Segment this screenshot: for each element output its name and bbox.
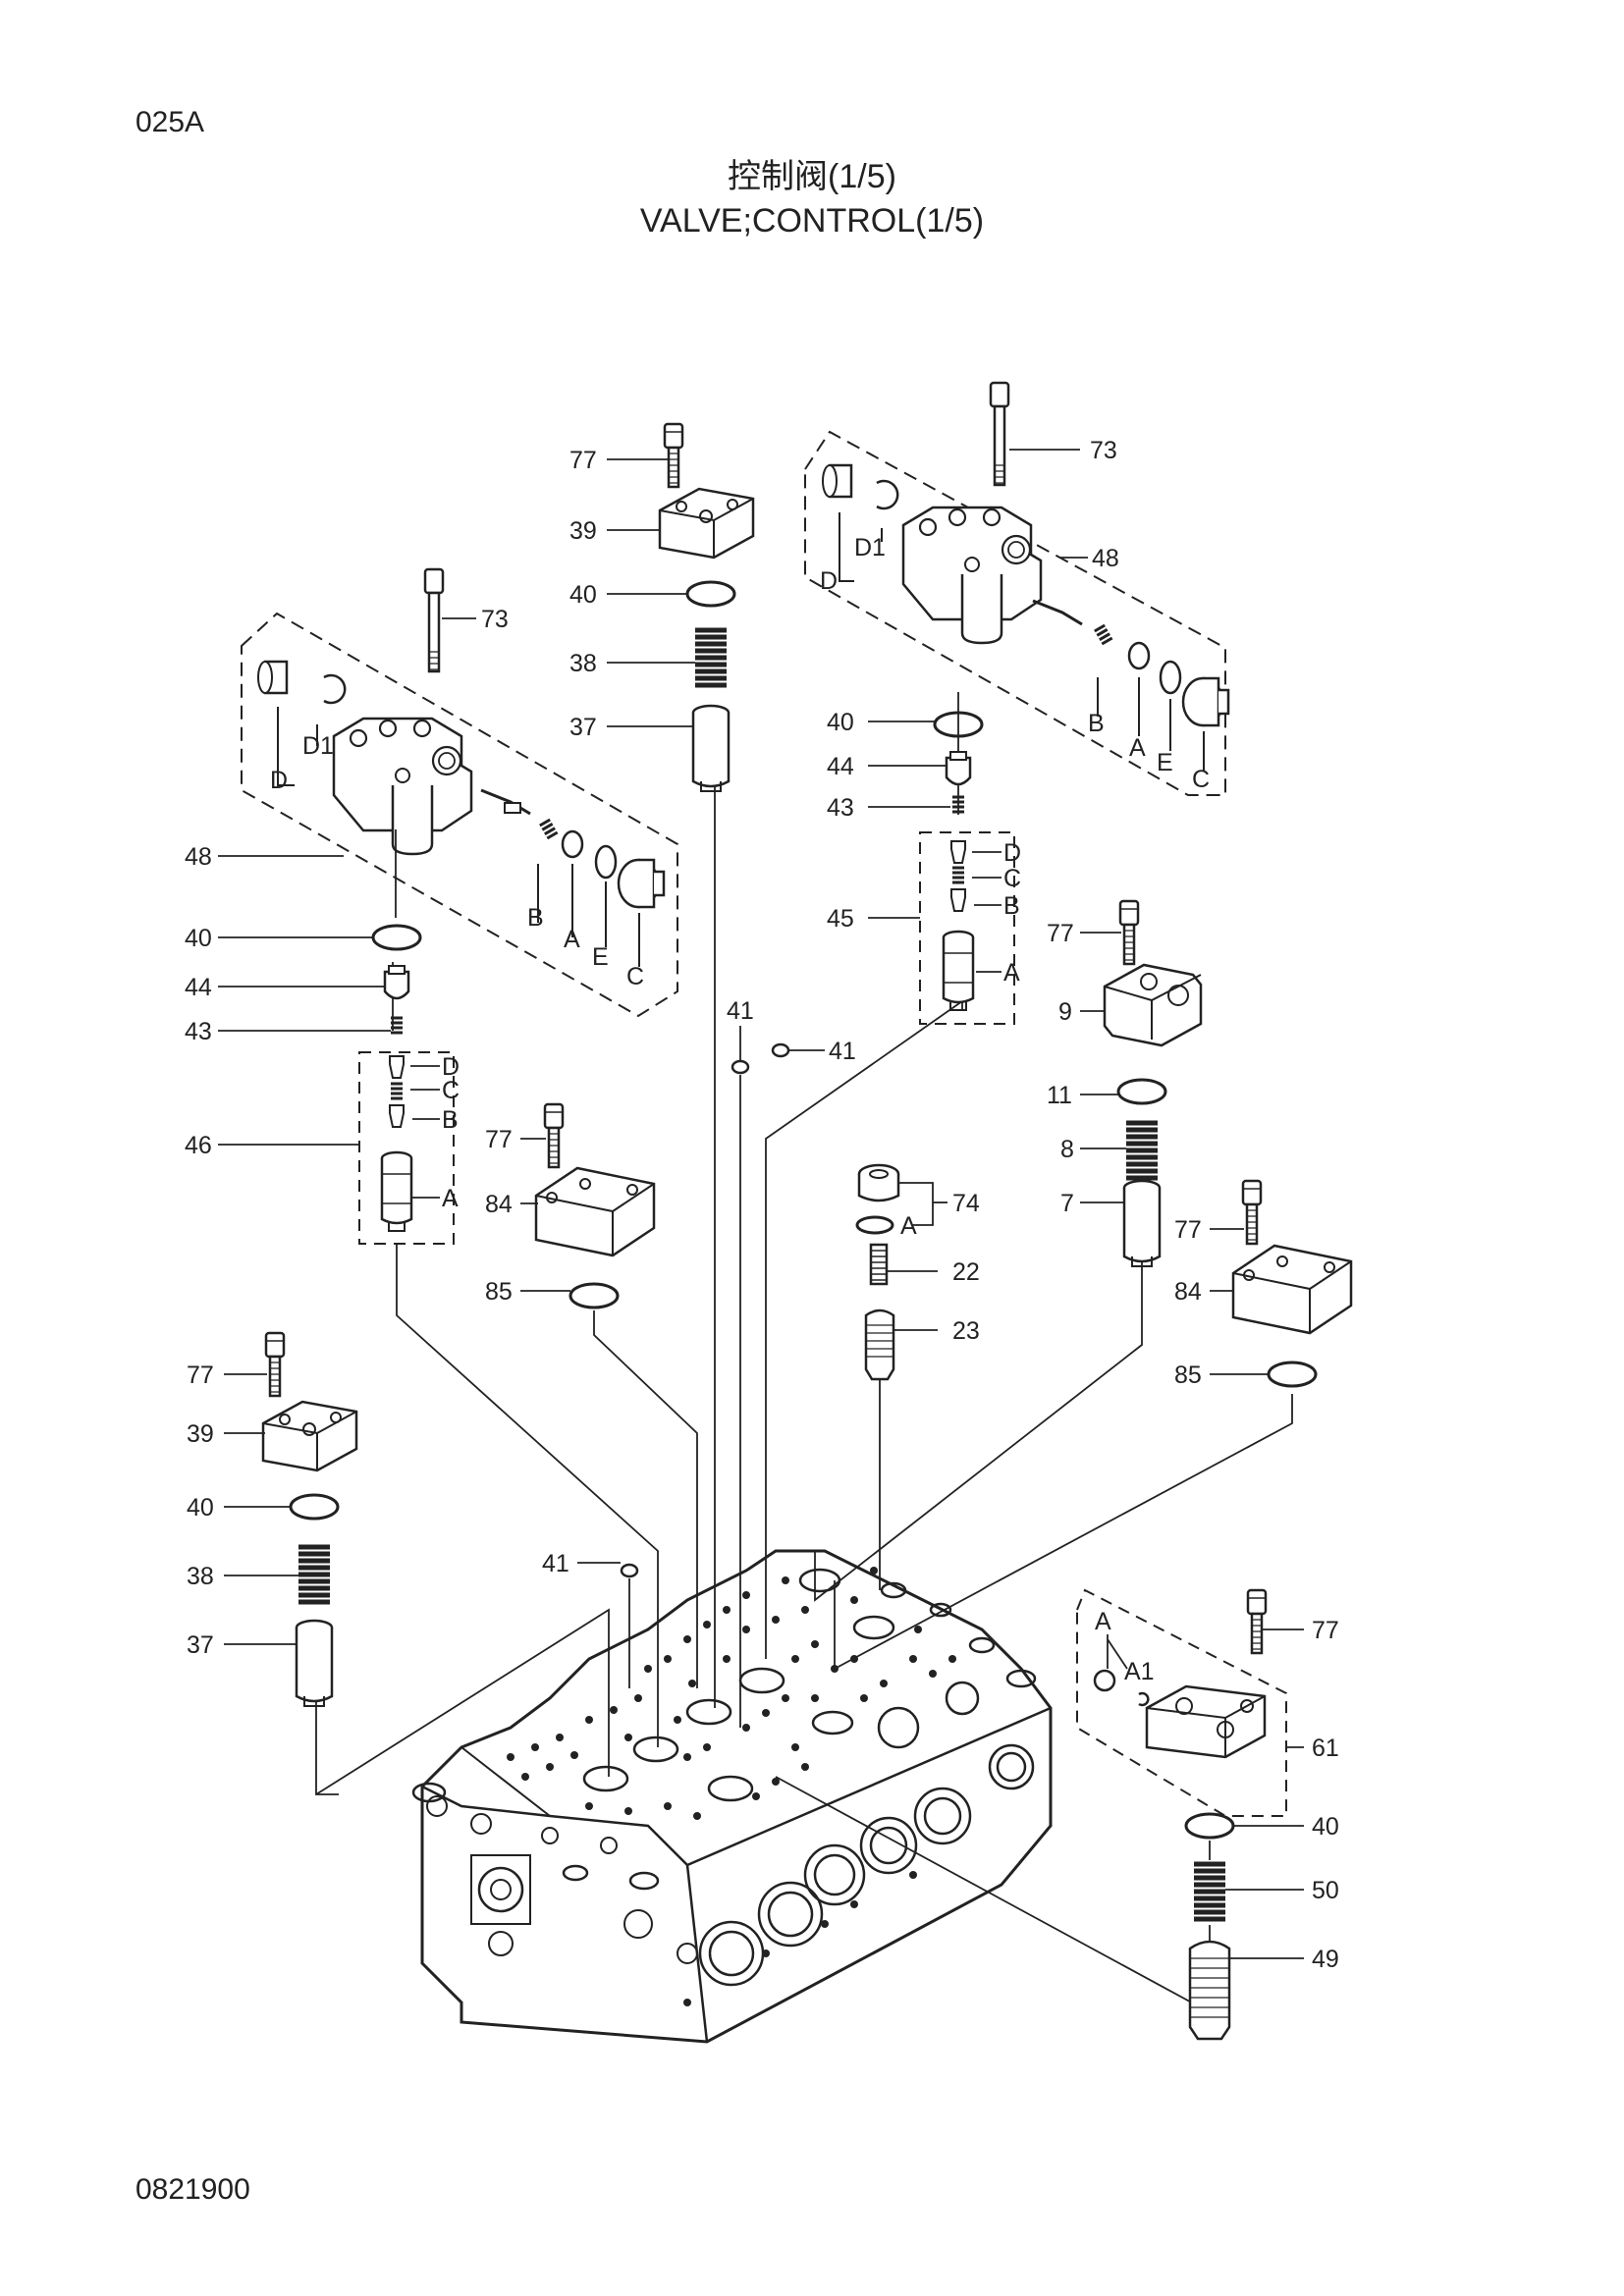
callout-84: 84 [485, 1191, 513, 1218]
sub-label: D [442, 1053, 460, 1081]
callout-40: 40 [569, 581, 597, 609]
sub-label: A [900, 1212, 917, 1240]
callout-50: 50 [1312, 1877, 1339, 1904]
sub-label: A [1095, 1608, 1111, 1635]
cover-84-right [1231, 1179, 1353, 1388]
callout-73: 73 [481, 606, 509, 633]
sub-label: A [442, 1185, 459, 1212]
callout-9: 9 [1058, 998, 1072, 1026]
callout-11: 11 [1047, 1082, 1072, 1109]
callout-39: 39 [569, 517, 597, 545]
callout-61: 61 [1312, 1735, 1339, 1762]
callout-77: 77 [569, 447, 597, 474]
sub-label: D1 [854, 534, 886, 561]
sub-label: D [270, 767, 288, 794]
callout-23: 23 [952, 1317, 980, 1345]
callout-74: 74 [952, 1190, 980, 1217]
callout-40: 40 [827, 709, 854, 736]
callout-40: 40 [185, 925, 212, 952]
callouts: 73 48 40 44 43 46 77 39 40 38 37 73 48 4… [185, 437, 1339, 1973]
callout-40: 40 [1312, 1813, 1339, 1841]
callout-44: 44 [827, 753, 854, 780]
sub-label: E [1157, 749, 1173, 776]
callout-41: 41 [829, 1038, 856, 1065]
callout-38: 38 [569, 650, 597, 677]
sub-label: C [1192, 766, 1210, 793]
sub-label: A1 [1124, 1658, 1155, 1685]
callout-77: 77 [1047, 920, 1074, 947]
callout-49: 49 [1312, 1946, 1339, 1973]
callout-85: 85 [485, 1278, 513, 1306]
callout-43: 43 [827, 794, 854, 822]
callout-leaders [218, 449, 1304, 1959]
sub-label: A [1129, 734, 1146, 762]
callout-48: 48 [1092, 545, 1119, 572]
diagram-title-en: VALVE;CONTROL(1/5) [639, 202, 985, 240]
cover-84-left [534, 1102, 656, 1309]
diagram-title-cn: 控制阀(1/5) [728, 158, 896, 195]
valve-body [411, 1549, 1053, 2044]
callout-37: 37 [187, 1631, 214, 1659]
sub-label: C [626, 963, 644, 990]
page-code: 025A [135, 106, 205, 138]
left-stack: D C B A [358, 924, 460, 1245]
sub-label: A [564, 926, 580, 953]
sub-label: B [442, 1106, 459, 1134]
callout-46: 46 [185, 1132, 212, 1159]
orings-41 [620, 1042, 790, 1578]
callout-37: 37 [569, 714, 597, 741]
sub-label: B [1003, 892, 1020, 920]
sub-label: D [1003, 839, 1021, 867]
callout-39: 39 [187, 1420, 214, 1448]
sub-label: D [820, 567, 838, 595]
callout-84: 84 [1174, 1278, 1202, 1306]
callout-7: 7 [1060, 1190, 1074, 1217]
sub-label: E [592, 943, 609, 971]
callout-38: 38 [187, 1563, 214, 1590]
cover-61-assembly: A A1 [1076, 1588, 1287, 2041]
right-middle-stack [1103, 899, 1203, 1268]
sub-label: C [442, 1077, 460, 1104]
callout-73: 73 [1090, 437, 1117, 464]
sub-label: B [1088, 710, 1105, 737]
callout-8: 8 [1060, 1136, 1074, 1163]
callout-22: 22 [952, 1258, 980, 1286]
callout-77: 77 [1174, 1216, 1202, 1244]
drawing-number: 0821900 [135, 2173, 250, 2206]
sub-label: B [527, 904, 544, 932]
callout-40: 40 [187, 1494, 214, 1522]
callout-41: 41 [542, 1550, 569, 1577]
sub-label: A [1003, 959, 1020, 987]
callout-44: 44 [185, 974, 212, 1001]
left-lower-stack [261, 1331, 358, 1708]
callout-45: 45 [827, 905, 854, 933]
callout-77: 77 [485, 1126, 513, 1153]
sub-label: C [1003, 865, 1021, 892]
plug-stack-74: A [855, 1163, 934, 1381]
callout-41: 41 [727, 997, 754, 1025]
callout-77: 77 [187, 1362, 214, 1389]
left-cover-assembly: D1 D B A E C [241, 567, 678, 1018]
right-cover-assembly: D1 D B A E C [804, 381, 1230, 796]
right-stack: D C B A [919, 711, 1021, 1025]
callout-85: 85 [1174, 1362, 1202, 1389]
callout-48: 48 [185, 843, 212, 871]
callout-77: 77 [1312, 1617, 1339, 1644]
center-top-stack [658, 422, 755, 793]
sub-label: D1 [302, 732, 334, 760]
callout-43: 43 [185, 1018, 212, 1045]
